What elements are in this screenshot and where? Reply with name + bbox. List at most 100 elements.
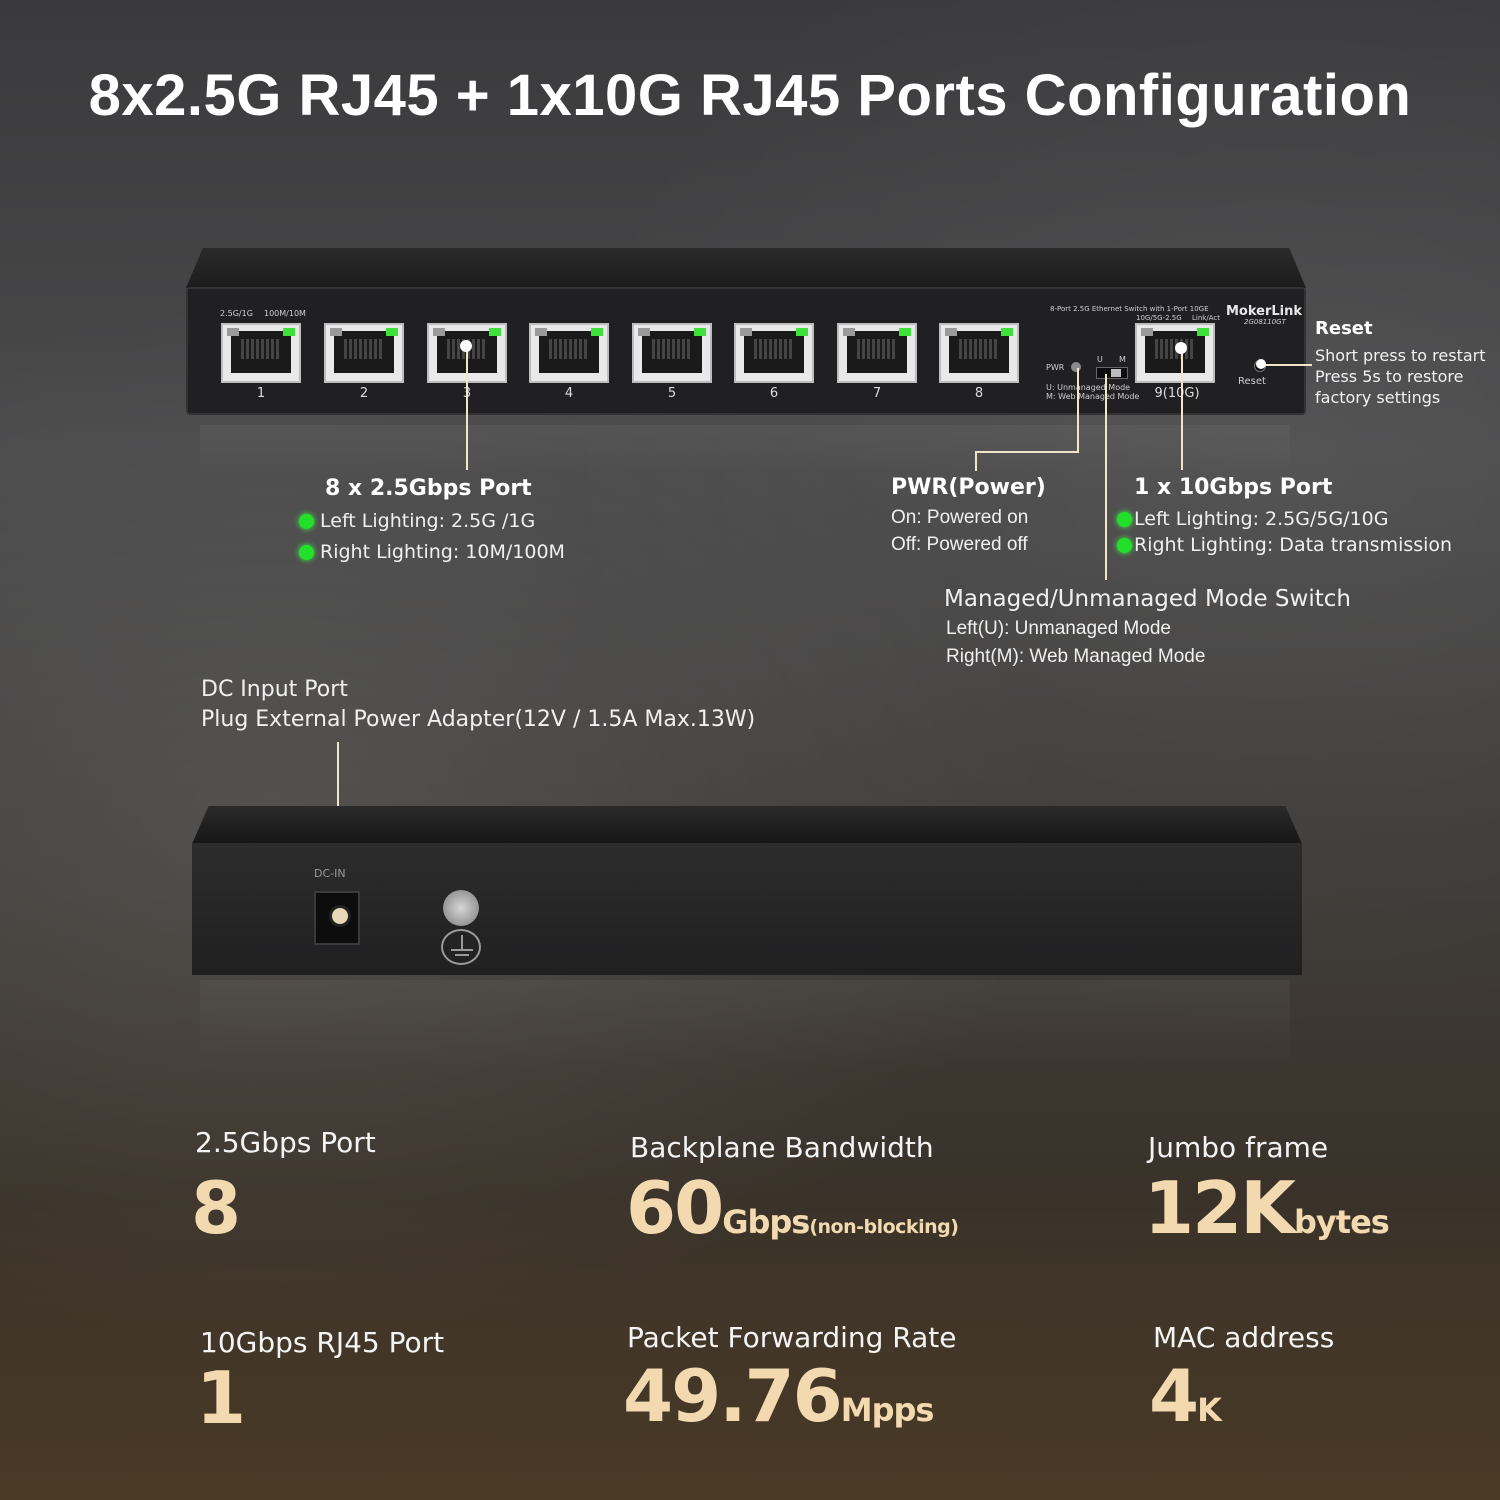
port-3-led-right [489,328,501,336]
spec-unit: Gbps [722,1203,810,1241]
callout-dc-line2: Plug External Power Adapter(12V / 1.5A M… [201,707,756,732]
port-5-number: 5 [667,386,677,401]
port-7-25g[interactable] [837,323,917,383]
dc-input-port[interactable] [314,891,360,945]
leader-line-port3 [466,346,468,470]
spec-label: Jumbo frame [1148,1131,1329,1164]
port-6-25g[interactable] [734,323,814,383]
port-1-jack [231,331,291,373]
spec-value: 49.76 [623,1354,843,1438]
port-5-jack [642,331,702,373]
spec-note: (non-blocking) [809,1216,959,1238]
pwr-led [1071,362,1081,372]
spec-label: MAC address [1153,1321,1335,1354]
port-9-10g[interactable] [1135,323,1215,383]
spec-unit: K [1197,1391,1222,1429]
port-7-led-left [843,328,855,336]
port-4-led-left [535,328,547,336]
front-label-link: 100M/10M [264,309,306,318]
port-8-led-left [945,328,957,336]
port-8-led-right [1001,328,1013,336]
port-6-jack [744,331,804,373]
spec-value-row: 8 [191,1172,241,1244]
spec-value: 4 [1149,1354,1199,1438]
port-8-jack [949,331,1009,373]
callout-25g-right: Right Lighting: 10M/100M [299,541,565,563]
switch-reflection [200,425,1290,475]
leader-line-switch [1105,374,1107,580]
port-6-led-left [740,328,752,336]
port-9-jack [1145,331,1205,373]
spec-label: 2.5Gbps Port [195,1126,376,1159]
port-4-jack [539,331,599,373]
ground-screw-icon [443,890,479,926]
port-2-jack [334,331,394,373]
ground-symbol-bar [461,935,463,949]
switch-u-label: U [1097,355,1103,364]
callout-mode-right: Right(M): Web Managed Mode [946,646,1206,667]
mode-switch-toggle[interactable] [1096,367,1128,379]
port-4-number: 4 [564,386,574,401]
port-8-number: 8 [974,386,984,401]
ground-symbol-line1 [451,949,473,951]
dc-in-label: DC-IN [314,867,346,880]
port-7-number: 7 [872,386,882,401]
port-3-led-left [433,328,445,336]
port-4-led-right [591,328,603,336]
port-2-25g[interactable] [324,323,404,383]
spec-label: Packet Forwarding Rate [627,1321,957,1354]
switch-front-chassis [186,248,1306,288]
leader-line-pwr-h [975,451,1079,453]
callout-mode-heading: Managed/Unmanaged Mode Switch [944,586,1351,612]
spec-unit: bytes [1294,1203,1390,1241]
leader-dot-port9 [1175,342,1187,354]
port-7-led-right [899,328,911,336]
model-number: 2G08110GT [1244,318,1286,326]
callout-10g-right-text: Right Lighting: Data transmission [1134,534,1453,556]
port9-led-right-label: Link/Act [1192,314,1220,322]
green-led-icon [1117,512,1132,527]
callout-pwr-off: Off: Powered off [891,534,1028,555]
leader-line-reset [1262,364,1312,366]
spec-value-row: 1 [196,1362,246,1434]
mode-u-text: U: Unmanaged Mode [1046,383,1131,392]
port-2-led-left [330,328,342,336]
callout-25g-left-text: Left Lighting: 2.5G /1G [320,510,536,532]
spec-value-row: 49.76Mpps [623,1360,935,1432]
switch-rear-chassis [192,806,1302,844]
port-6-number: 6 [769,386,779,401]
port-9-number: 9(10G) [1154,386,1200,401]
green-led-icon [1117,538,1132,553]
port-5-led-right [694,328,706,336]
port-5-led-left [638,328,650,336]
callout-25g-heading: 8 x 2.5Gbps Port [325,476,532,501]
pwr-label: PWR [1046,363,1065,372]
callout-dc-line1: DC Input Port [201,677,348,702]
spec-value: 1 [196,1356,246,1440]
callout-pwr-heading: PWR(Power) [891,475,1046,500]
spec-value-row: 60Gbps(non-blocking) [626,1172,959,1244]
front-model-line: 8-Port 2.5G Ethernet Switch with 1-Port … [1050,305,1209,313]
green-led-icon [299,514,314,529]
port-7-jack [847,331,907,373]
port-8-25g[interactable] [939,323,1019,383]
leader-dot-reset [1256,359,1266,369]
callout-pwr-on: On: Powered on [891,507,1029,528]
spec-value: 8 [191,1166,241,1250]
port-5-25g[interactable] [632,323,712,383]
port-4-25g[interactable] [529,323,609,383]
port-1-number: 1 [256,386,266,401]
brand-logo: MokerLink [1226,304,1303,319]
green-led-icon [299,545,314,560]
spec-value-row: 4K [1149,1360,1222,1432]
port-9-led-left [1141,328,1153,336]
spec-label: 10Gbps RJ45 Port [200,1326,445,1359]
callout-reset-line2: Press 5s to restore [1315,367,1464,386]
port-2-number: 2 [359,386,369,401]
spec-label: Backplane Bandwidth [630,1131,934,1164]
port-1-25g[interactable] [221,323,301,383]
spec-unit: Mpps [840,1391,935,1429]
reset-panel-label: Reset [1238,376,1266,387]
leader-line-pwr-v2 [975,451,977,471]
dc-input-hole [329,905,351,927]
